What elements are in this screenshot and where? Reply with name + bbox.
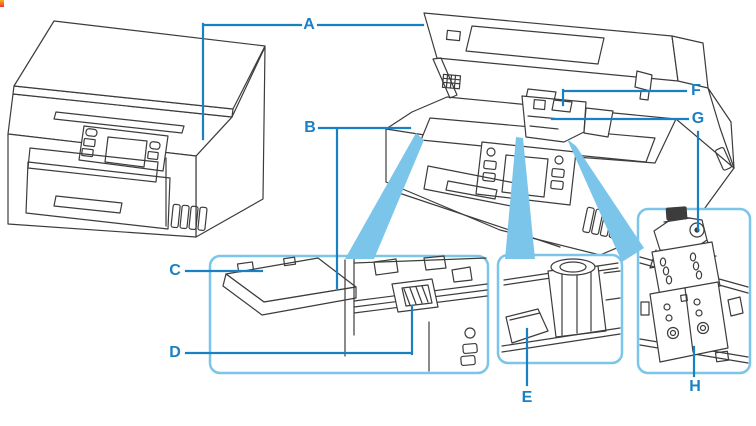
cover-right-end bbox=[671, 35, 709, 89]
cover-support-stem bbox=[639, 90, 650, 101]
bottom-rails bbox=[501, 327, 621, 353]
label-a: A bbox=[303, 16, 315, 33]
corner-marker bbox=[0, 0, 4, 7]
nozzle-plate bbox=[651, 241, 721, 297]
print-head-carriage bbox=[521, 88, 614, 143]
body-front-edges bbox=[385, 128, 601, 256]
callout-wedge-maintenance bbox=[345, 133, 424, 259]
callout-wedge-ink-tank bbox=[505, 137, 535, 259]
label-g: G bbox=[691, 110, 705, 127]
front-button bbox=[464, 327, 476, 339]
front-window bbox=[462, 342, 478, 355]
side-tab bbox=[640, 301, 650, 316]
stopper-line bbox=[509, 312, 541, 321]
hinge-arm bbox=[432, 57, 458, 99]
side-grip bbox=[714, 146, 733, 171]
panel-buttons bbox=[482, 147, 565, 191]
tray-notch bbox=[445, 180, 498, 200]
paper-cassette bbox=[25, 161, 171, 230]
leader-d bbox=[184, 304, 414, 356]
label-c: C bbox=[169, 262, 181, 279]
callout-wedge-print-head bbox=[567, 139, 644, 262]
ink-tank-detail bbox=[501, 258, 621, 353]
lever-cap bbox=[665, 206, 688, 221]
lcd-screen bbox=[104, 136, 148, 168]
label-d: D bbox=[169, 344, 181, 361]
maintenance-cartridge bbox=[391, 278, 439, 313]
cover-tab bbox=[283, 256, 297, 267]
leader-lines bbox=[184, 22, 700, 387]
tank-cap bbox=[550, 258, 596, 276]
nozzle-ovals bbox=[659, 252, 703, 285]
label-h: H bbox=[689, 378, 701, 395]
body-right-side bbox=[707, 87, 735, 169]
tank-cap-inner bbox=[559, 261, 587, 273]
cover-latch-hole bbox=[445, 29, 461, 42]
deck-slot bbox=[53, 111, 185, 134]
label-e: E bbox=[521, 389, 533, 406]
tank-ribs bbox=[561, 266, 592, 336]
operation-panel bbox=[78, 125, 169, 172]
head-ports bbox=[663, 294, 710, 340]
body-wall-lines bbox=[344, 258, 355, 339]
leader-a bbox=[201, 22, 425, 141]
label-f: F bbox=[691, 82, 701, 99]
leader-g bbox=[550, 117, 700, 232]
cover-support bbox=[634, 70, 653, 92]
side-tab bbox=[727, 296, 744, 317]
print-head-holder-detail bbox=[639, 206, 749, 364]
cover-inner-pad bbox=[465, 25, 605, 65]
leader-b bbox=[317, 126, 412, 290]
lever-line bbox=[663, 217, 691, 223]
right-step-lines bbox=[603, 270, 621, 301]
head-divider bbox=[684, 287, 694, 353]
output-tray-recess bbox=[27, 147, 159, 183]
scanning-unit-cover bbox=[423, 12, 679, 82]
maintenance-cover-detail bbox=[222, 255, 488, 372]
cassette-handle bbox=[53, 195, 123, 214]
interior-blocks bbox=[373, 255, 473, 283]
ink-tank-windows bbox=[170, 203, 208, 232]
front-window bbox=[460, 354, 476, 367]
closed-printer-illustration bbox=[7, 20, 266, 238]
rim-left bbox=[385, 96, 448, 130]
maintenance-cover-side bbox=[222, 273, 357, 316]
cartridge-hatch bbox=[401, 284, 433, 307]
panel-buttons bbox=[81, 128, 161, 161]
side-tab bbox=[714, 350, 730, 363]
leader-f bbox=[561, 88, 688, 107]
carriage-guide bbox=[583, 107, 614, 138]
tank-stopper bbox=[505, 308, 549, 344]
lcd-screen bbox=[501, 154, 549, 198]
label-b: B bbox=[304, 119, 316, 136]
